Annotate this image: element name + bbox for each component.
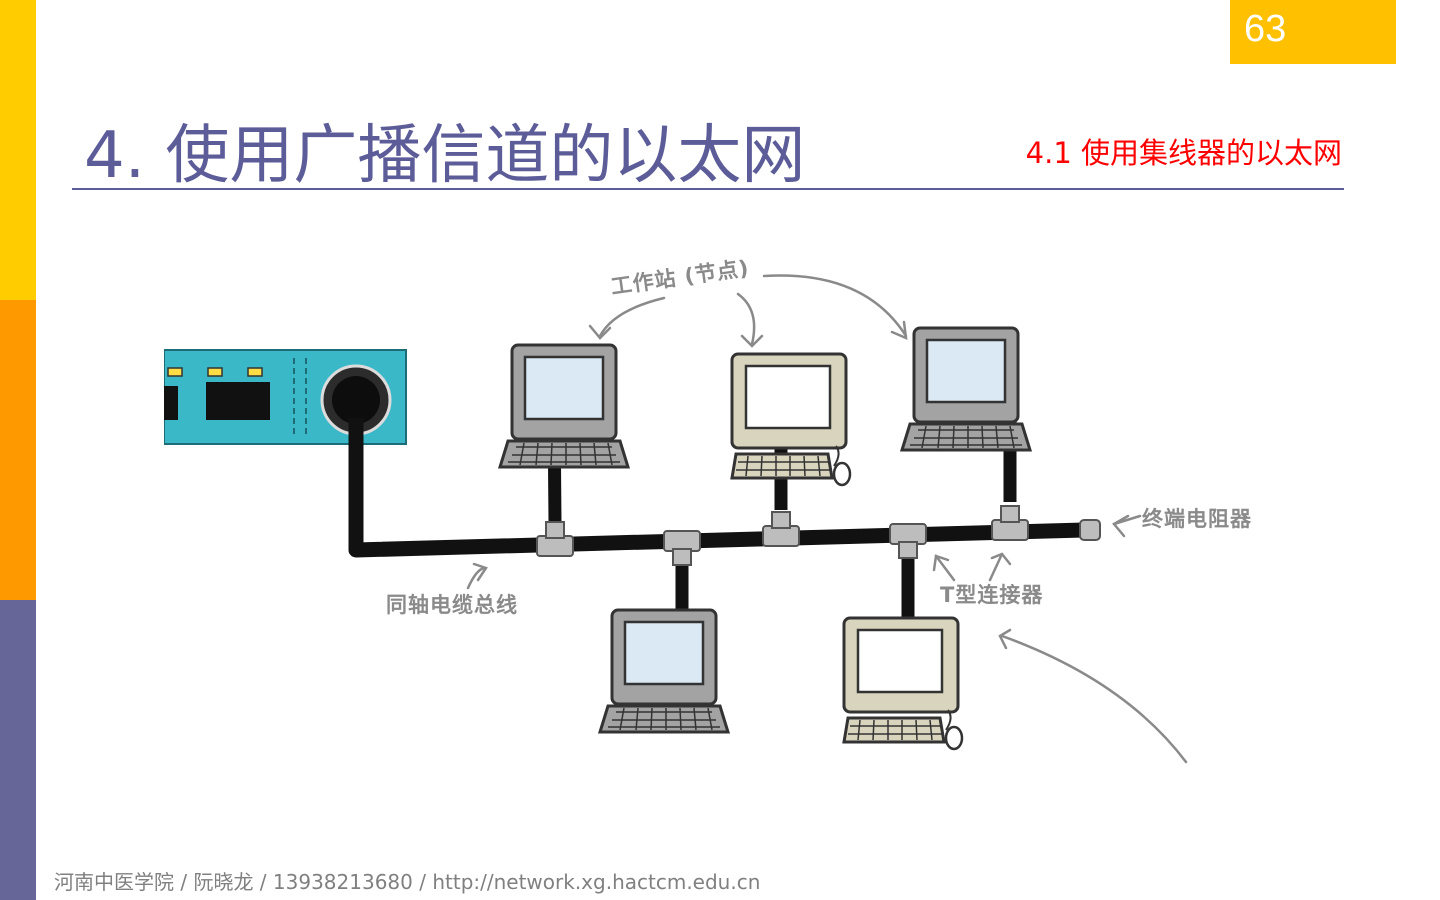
sidebar-yellow-band — [0, 0, 36, 300]
sidebar-purple-band — [0, 600, 36, 900]
footer-info: 河南中医学院 / 阮晓龙 / 13938213680 / http://netw… — [54, 866, 760, 895]
ethernet-bus-diagram: 工作站 (节点) 终端电阻器 同轴电缆总线 T型连接器 — [164, 240, 1264, 770]
label-coax-bus: 同轴电缆总线 — [386, 593, 518, 617]
page-number: 63 — [1244, 8, 1286, 51]
label-workstation: 工作站 (节点) — [609, 256, 750, 299]
slide-subtitle: 4.1 使用集线器的以太网 — [1026, 130, 1342, 172]
workstation-top-1 — [500, 345, 628, 467]
title-divider — [72, 188, 1344, 190]
workstation-bottom-2 — [844, 618, 962, 749]
sidebar-orange-band — [0, 300, 36, 600]
workstation-bottom-1 — [600, 610, 728, 732]
workstation-top-3 — [902, 328, 1030, 450]
label-terminator: 终端电阻器 — [1142, 507, 1252, 531]
network-card — [164, 350, 406, 444]
label-t-connector: T型连接器 — [940, 583, 1043, 607]
terminator-resistor — [1080, 520, 1100, 540]
slide-title: 4. 使用广播信道的以太网 — [84, 104, 805, 196]
workstation-top-2 — [732, 354, 850, 485]
page-number-badge: 63 — [1230, 0, 1396, 64]
